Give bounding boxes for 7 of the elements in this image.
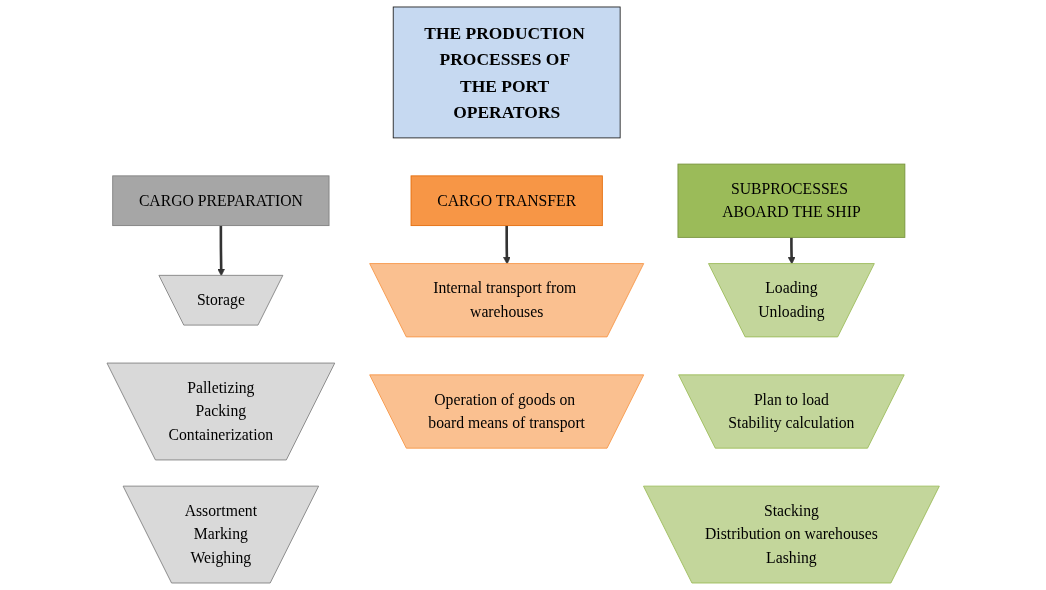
- node-box: CARGO PREPARATION: [112, 175, 330, 227]
- arrow: [787, 237, 796, 265]
- node-box: CARGO TRANSFER: [410, 175, 603, 227]
- node-box: SUBPROCESSES ABOARD THE SHIP: [677, 163, 906, 238]
- node-box: THE PRODUCTION PROCESSES OF THE PORT OPERATORS: [392, 6, 621, 139]
- arrow: [502, 225, 511, 265]
- arrow: [217, 225, 225, 277]
